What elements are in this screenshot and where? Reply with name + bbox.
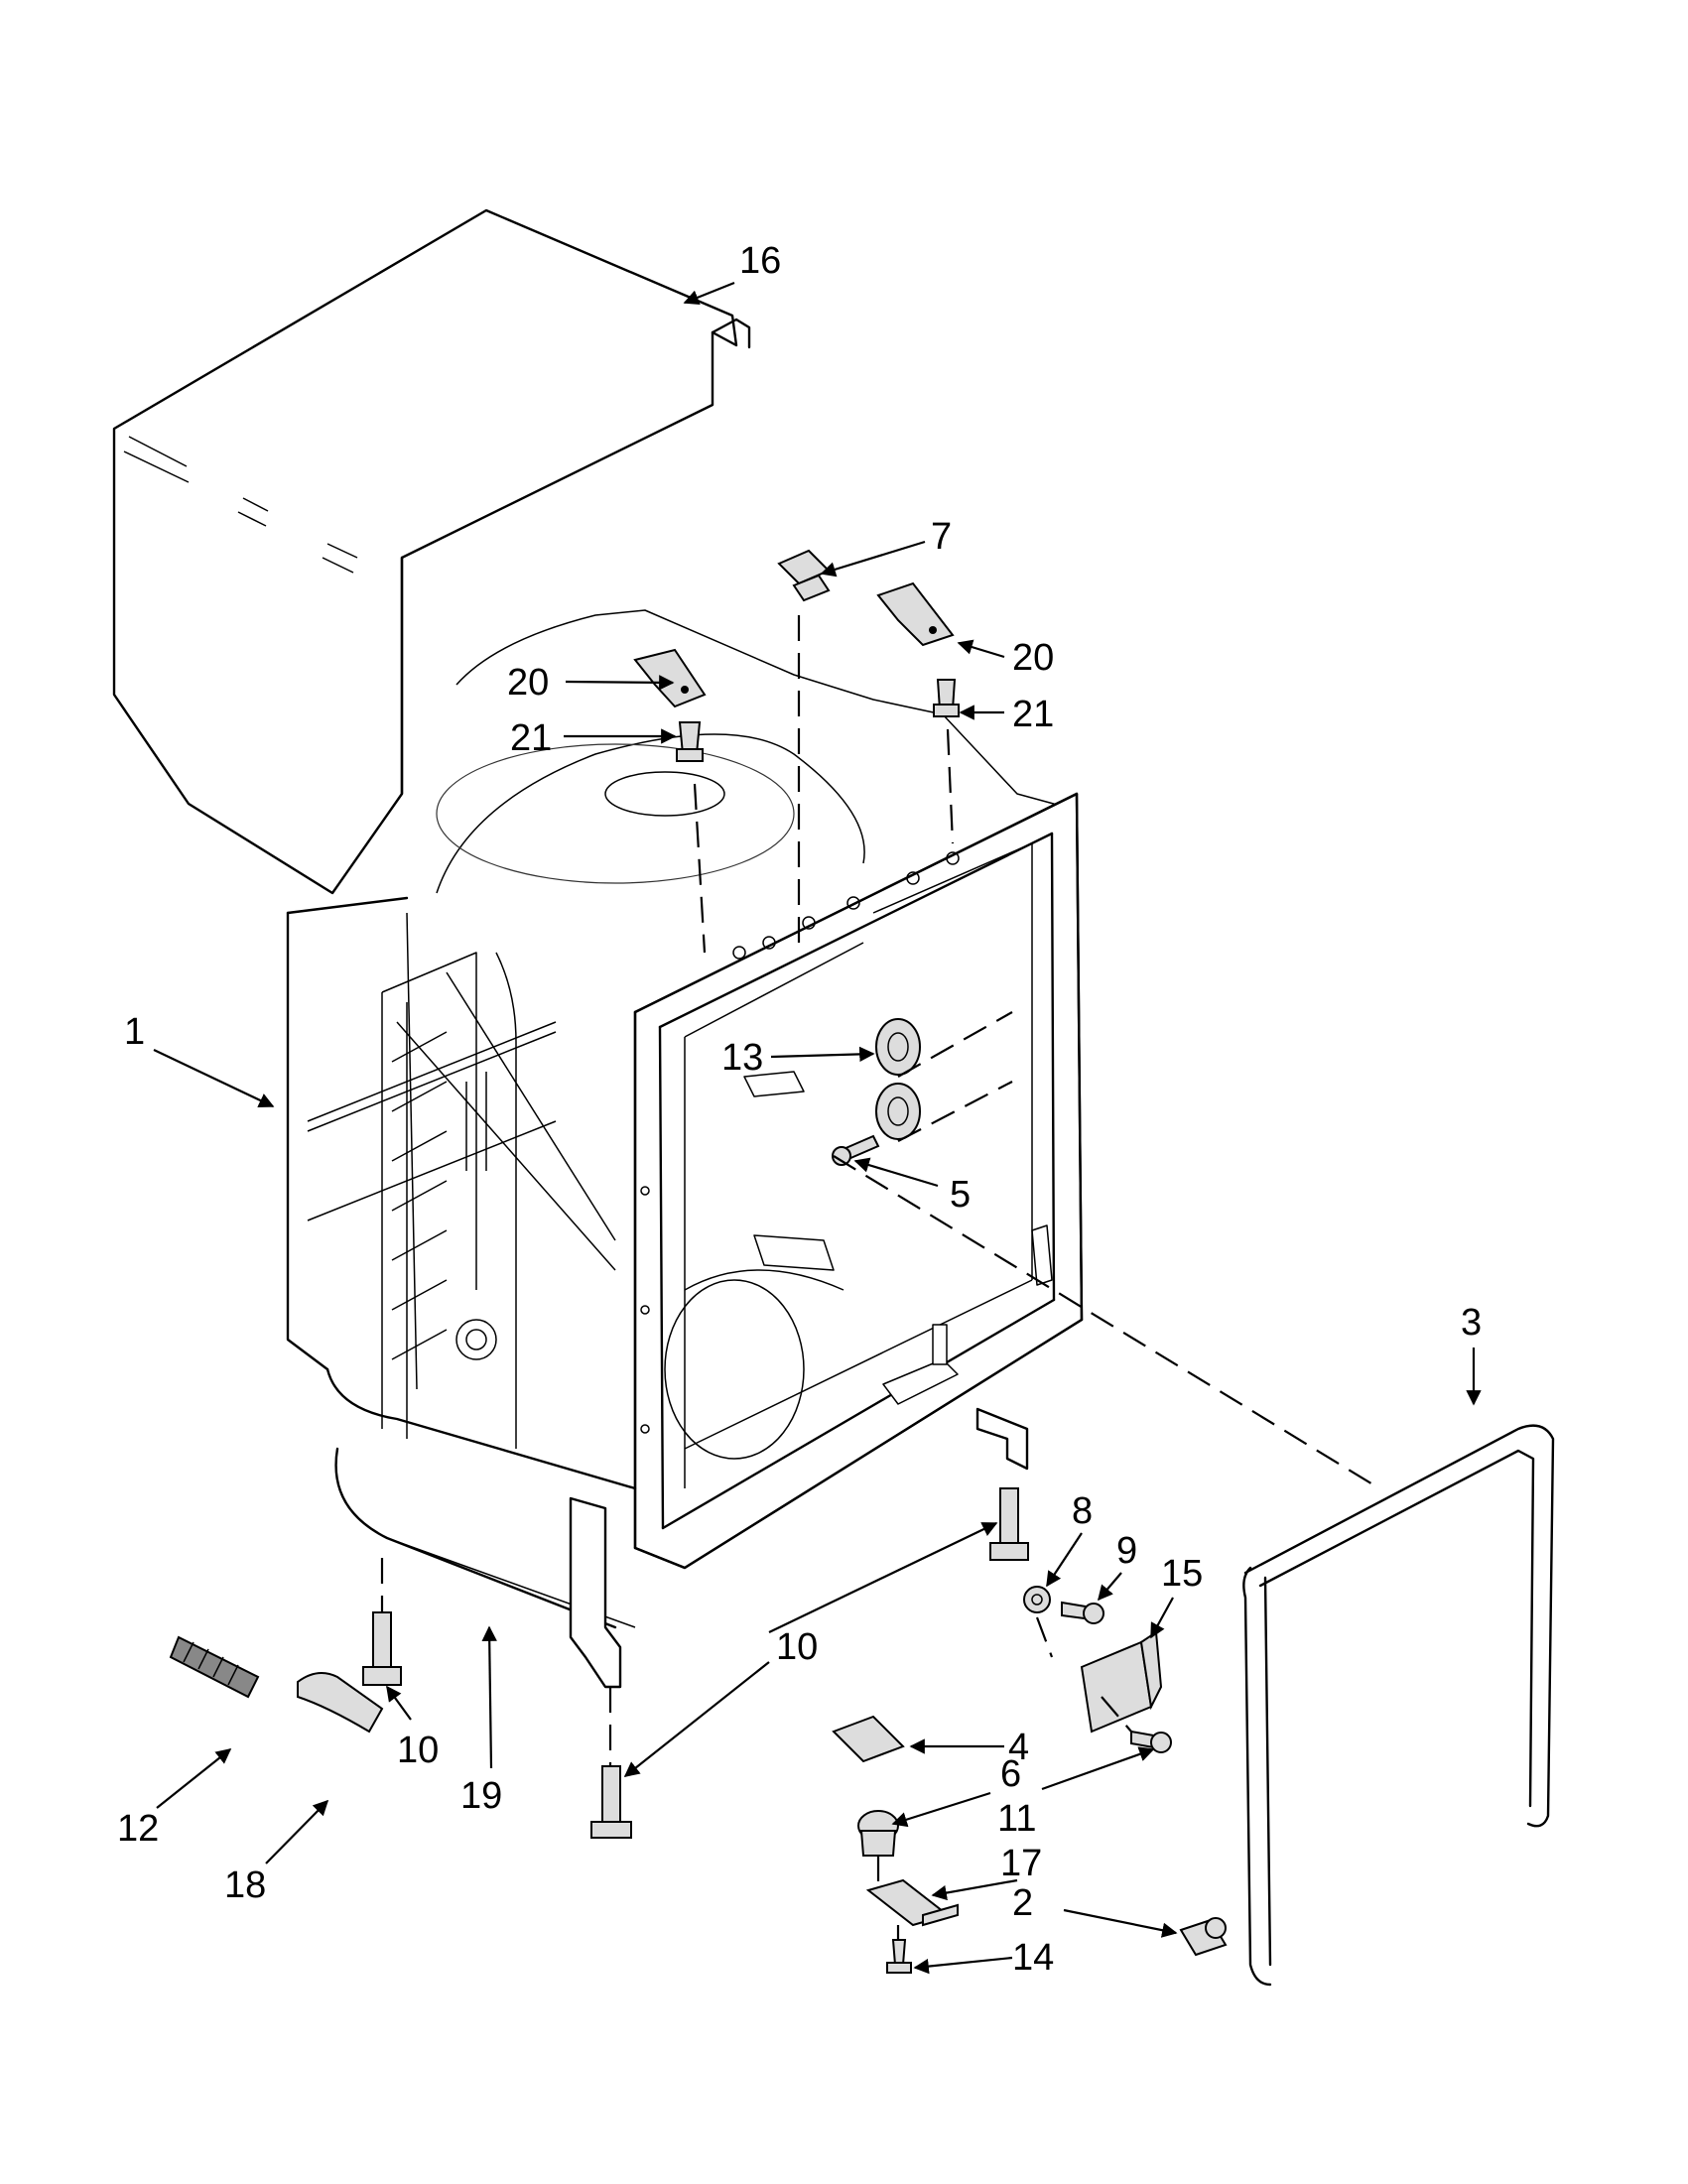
part-20-bracket-left [633,648,707,708]
dishwasher-tub [286,609,1084,1689]
callout-labels: 16 7 20 20 21 21 1 13 5 3 8 9 15 10 10 1… [117,240,1482,1979]
part-7-clip [777,549,831,602]
part-15-bracket [1080,1630,1163,1734]
callout-16: 16 [739,240,781,282]
part-6-sensor [857,1810,899,1857]
alignment-lines [380,615,1380,1940]
part-20-bracket-right [876,581,955,647]
callout-4: 4 [1008,1727,1029,1768]
callout-5: 5 [950,1174,971,1216]
part-2-clip [1179,1917,1228,1957]
callout-15: 15 [1161,1553,1203,1595]
part-5-screw [832,1134,880,1166]
part-4-plate [832,1715,905,1763]
callout-19: 19 [460,1775,502,1817]
part-12-spring [169,1635,260,1699]
callout-8: 8 [1072,1490,1093,1532]
leader-lines [153,281,1482,1975]
callout-20-left: 20 [507,662,549,704]
part-10-leg-b [590,1765,632,1839]
callout-10-right: 10 [776,1626,818,1668]
part-11-screw [1130,1730,1172,1753]
part-21-screw-left [676,721,704,762]
part-14-screw [886,1939,912,1974]
callout-3: 3 [1461,1302,1482,1344]
callout-9: 9 [1116,1530,1137,1572]
callout-13: 13 [721,1037,763,1079]
part-13-grommets [875,1018,921,1140]
part-10-leg-a [362,1611,402,1686]
callout-10-left: 10 [397,1730,439,1771]
callout-14: 14 [1012,1937,1054,1979]
callout-12: 12 [117,1808,159,1850]
callout-21-right: 21 [1012,694,1054,735]
part-8-nut [1023,1586,1051,1613]
part-3-door-gasket [1242,1424,1555,1987]
callout-2: 2 [1012,1882,1033,1924]
part-18-pad [297,1672,384,1734]
part-21-screw-right [933,679,960,717]
callout-6: 6 [1000,1753,1021,1795]
part-17-bracket [865,1878,959,1927]
callout-21-left: 21 [510,717,552,759]
callout-7: 7 [931,516,952,558]
callout-18: 18 [224,1864,266,1906]
callout-20-right: 20 [1012,637,1054,679]
callout-11: 11 [997,1798,1036,1840]
callout-1: 1 [124,1011,145,1053]
part-9-bolt [1061,1601,1104,1624]
part-10-leg-c [989,1487,1029,1561]
callout-17: 17 [1000,1843,1042,1884]
